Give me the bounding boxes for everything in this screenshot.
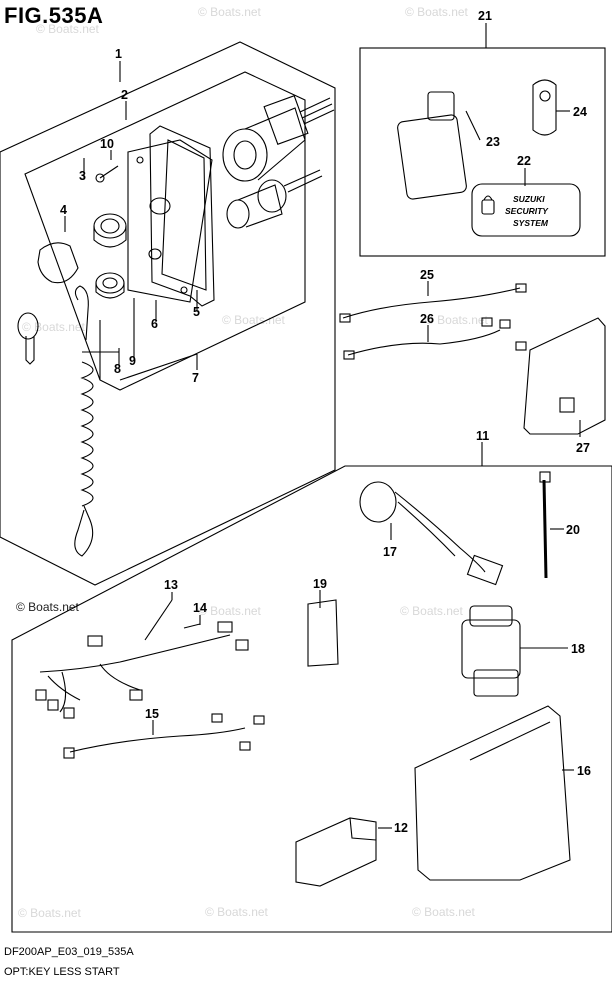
key-fob: [532, 79, 557, 136]
kit-11-outline: [11, 465, 612, 933]
badge-line-3: SYSTEM: [513, 218, 549, 228]
lanyard-clip: [74, 285, 89, 341]
callout-16: 16: [577, 764, 591, 778]
lanyard-coil: [80, 361, 94, 507]
callout-13: 13: [164, 578, 178, 592]
figure-caption: OPT:KEY LESS START: [4, 966, 120, 978]
watermark: © Boats.net: [36, 22, 99, 36]
key-head: [17, 312, 39, 340]
kit-1-outline: [0, 41, 336, 586]
callout-5: 5: [193, 305, 200, 319]
harness-13: [39, 634, 231, 673]
callout-26: 26: [420, 312, 434, 326]
watermark: © Boats.net: [400, 604, 463, 618]
cable-tie: [542, 479, 548, 579]
callout-23: 23: [486, 135, 500, 149]
figure-code: DF200AP_E03_019_535A: [4, 946, 134, 958]
keyless-receiver: [397, 114, 467, 200]
callout-22: 22: [517, 154, 531, 168]
watermark: © Boats.net: [198, 604, 261, 618]
watermark: © Boats.net: [405, 5, 468, 19]
kill-switch: [226, 199, 250, 229]
watermark: © Boats.net: [18, 906, 81, 920]
callout-6: 6: [151, 317, 158, 331]
callout-15: 15: [145, 707, 159, 721]
watermark: © Boats.net: [198, 5, 261, 19]
figure-title: FIG.535A: [4, 3, 104, 28]
callout-27: 27: [576, 441, 590, 455]
cover-12: [295, 817, 377, 887]
callout-9: 9: [129, 354, 136, 368]
switch-cap: [37, 242, 79, 284]
watermark: © Boats.net: [412, 905, 475, 919]
kit-2-outline: [24, 71, 306, 391]
watermark: © Boats.net: [205, 905, 268, 919]
callout-14: 14: [193, 601, 207, 615]
callout-8: 8: [114, 362, 121, 376]
callout-24: 24: [573, 105, 587, 119]
callout-10: 10: [100, 137, 114, 151]
callout-2: 2: [121, 88, 128, 102]
mounting-plate: [127, 139, 213, 303]
callout-7: 7: [192, 371, 199, 385]
watermark: © Boats.net: [16, 600, 79, 614]
badge-line-2: SECURITY: [505, 206, 549, 216]
callout-25: 25: [420, 268, 434, 282]
ignition-switch: [222, 128, 268, 182]
kit-21-outline: [359, 47, 606, 257]
callout-21: 21: [478, 9, 492, 23]
callout-1: 1: [115, 47, 122, 61]
callout-11: 11: [476, 429, 489, 443]
callout-20: 20: [566, 523, 580, 537]
harness-26: [347, 329, 501, 356]
badge-line-1: SUZUKI: [513, 194, 545, 204]
harness-15: [69, 727, 246, 753]
security-badge: [471, 183, 581, 237]
callout-12: 12: [394, 821, 408, 835]
callout-3: 3: [79, 169, 86, 183]
callout-17: 17: [383, 545, 397, 559]
watermark: © Boats.net: [222, 313, 285, 327]
harness-25: [342, 287, 521, 319]
callout-4: 4: [60, 203, 67, 217]
callout-19: 19: [313, 577, 327, 591]
sensor-17: [359, 481, 397, 523]
watermark: © Boats.net: [425, 313, 488, 327]
bracket-16: [414, 705, 571, 881]
sheet-19: [307, 599, 339, 667]
bracket-27: [523, 317, 606, 435]
relay-18: [461, 619, 521, 679]
callout-18: 18: [571, 642, 585, 656]
